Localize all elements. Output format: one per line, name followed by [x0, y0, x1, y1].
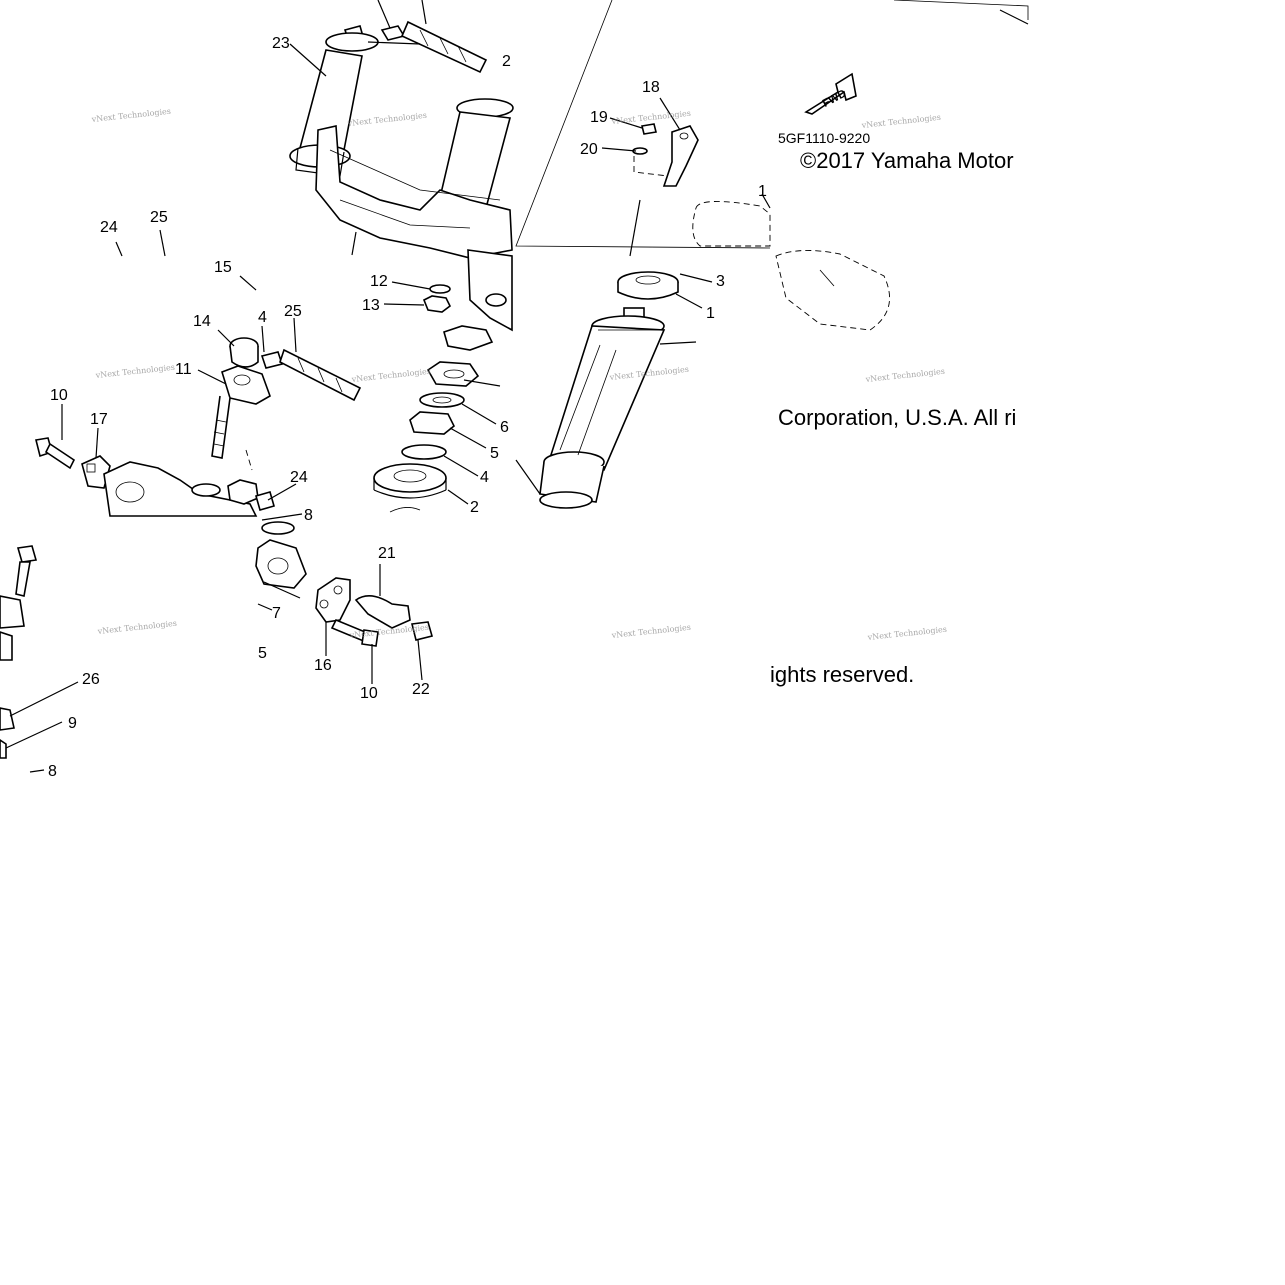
callout-5-lower: 5 [258, 645, 267, 662]
cable-guide-18 [662, 125, 699, 187]
tile-frame-line-top [893, 0, 1029, 20]
holder-lower-right [255, 521, 307, 589]
callout-25-lower: 25 [284, 303, 302, 320]
fwd-arrow-icon: FWD [804, 72, 857, 115]
stem-leader [515, 459, 541, 495]
callout-17: 17 [90, 411, 108, 428]
callout-11: 11 [175, 361, 192, 378]
holder-edge-left [0, 595, 25, 661]
o-ring-4 [401, 444, 447, 460]
bracket-16 [315, 577, 351, 623]
nut-13 [422, 295, 452, 313]
callout-13: 13 [362, 297, 380, 314]
cap-26 [0, 707, 15, 759]
steering-stem [539, 307, 666, 509]
callout-25-upper: 25 [150, 209, 168, 226]
washer-6 [419, 392, 465, 408]
callout-24-upper: 24 [100, 219, 118, 236]
callout-21: 21 [378, 545, 396, 562]
small-block-top [380, 25, 406, 41]
collar-14 [229, 337, 259, 368]
dash-guide [633, 156, 669, 177]
callout-labels: 23 2 18 19 20 24 25 15 12 13 14 4 25 11 … [48, 35, 767, 780]
watermarks: vNext Technologies vNext Technologies vN… [90, 107, 947, 642]
tile-frame-line [515, 0, 771, 249]
bolt-10-lower [330, 618, 379, 647]
callout-8-mid: 8 [304, 507, 313, 524]
bolt-vertical-left [15, 545, 38, 597]
callout-19: 19 [590, 109, 608, 126]
part-code: 5GF1110-9220 [778, 130, 870, 146]
lock-washer [443, 325, 494, 351]
copyright-line-2: Corporation, U.S.A. All ri [778, 405, 1016, 430]
watermark: vNext Technologies [866, 625, 947, 642]
callout-10-lower: 10 [360, 685, 378, 702]
bracket-leader [629, 199, 641, 257]
spacer-strip-top [400, 20, 488, 74]
callout-16: 16 [314, 657, 332, 674]
callout-1: 1 [706, 305, 715, 322]
callout-26: 26 [82, 671, 100, 688]
callout-2-top: 2 [502, 53, 511, 70]
watermark: vNext Technologies [860, 113, 941, 130]
callout-5-mid: 5 [490, 445, 499, 462]
callout-15: 15 [214, 259, 232, 276]
handlebar-holder-right [692, 201, 891, 331]
upper-bracket [315, 125, 513, 259]
callout-14: 14 [193, 313, 211, 330]
callout-2-mid: 2 [470, 499, 479, 516]
callout-9: 9 [68, 715, 77, 732]
fwd-label: FWD [821, 88, 849, 110]
nut-upper-holder [227, 479, 259, 505]
ring-nut-lower [409, 411, 456, 435]
block-24 [255, 491, 275, 511]
bearing-upper [617, 271, 679, 300]
callout-8-lower: 8 [48, 763, 57, 780]
seal-partial [389, 507, 421, 513]
callout-24-lower: 24 [290, 469, 308, 486]
ring-nut-upper [426, 361, 480, 387]
watermark: vNext Technologies [864, 367, 945, 384]
leader-lines [5, 0, 771, 773]
callout-4-mid: 4 [480, 469, 489, 486]
callout-4-small: 4 [258, 309, 267, 326]
bolt-10-left [35, 437, 76, 470]
callout-6: 6 [500, 419, 509, 436]
bearing-2 [373, 463, 447, 499]
copyright-line-3: ights reserved. [770, 662, 914, 687]
watermark: vNext Technologies [350, 367, 431, 384]
tile-frame-partial [999, 9, 1029, 25]
clamp-21 [354, 595, 411, 629]
watermark: vNext Technologies [94, 363, 175, 380]
watermark: vNext Technologies [346, 111, 427, 128]
callout-7: 7 [272, 605, 281, 622]
watermark: vNext Technologies [610, 623, 691, 640]
washer-12 [429, 284, 451, 294]
copyright-line-1: ©2017 Yamaha Motor [800, 148, 1014, 173]
callout-3: 3 [716, 273, 725, 290]
callout-20: 20 [580, 141, 598, 158]
lower-holder-left [103, 461, 258, 517]
callout-22: 22 [412, 681, 430, 698]
spacer-strip-25 [279, 348, 362, 402]
callout-23: 23 [272, 35, 290, 52]
callout-18: 18 [642, 79, 660, 96]
watermark: vNext Technologies [90, 107, 171, 124]
callout-1-upper-right: 1 [758, 183, 767, 200]
screw-22 [411, 621, 433, 641]
block-4-small [260, 351, 284, 369]
watermark: vNext Technologies [96, 619, 177, 636]
watermark: vNext Technologies [610, 109, 691, 126]
dash-guide-2 [245, 449, 253, 471]
leader-line [367, 41, 421, 45]
upper-holder-11 [211, 365, 271, 459]
callout-10-left: 10 [50, 387, 68, 404]
callout-12: 12 [370, 273, 388, 290]
bolt-19 [641, 123, 657, 135]
lower-bracket-partial [467, 249, 513, 332]
